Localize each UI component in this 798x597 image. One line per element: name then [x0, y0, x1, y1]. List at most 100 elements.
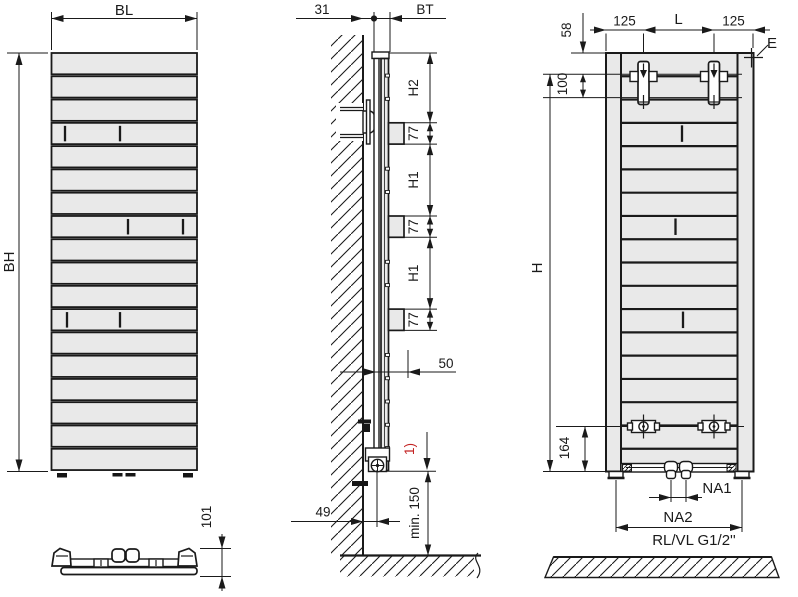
plan-valve-left [111, 548, 126, 563]
label-77-2: 77 [406, 219, 421, 234]
side-radiator-profile [364, 51, 405, 473]
label-164: 164 [557, 436, 572, 459]
rear-foot-right [734, 470, 750, 479]
dim-31-BT: 31 BT [296, 2, 446, 53]
label-NA2: NA2 [663, 509, 692, 526]
side-slat-notch [385, 190, 390, 194]
lower-bracket-right [697, 414, 731, 439]
front-slat [50, 145, 198, 169]
side-slat-notch [385, 283, 390, 288]
label-BL: BL [115, 2, 133, 19]
front-slat [50, 378, 198, 402]
label-NA1: NA1 [702, 480, 731, 497]
dim-NA1: NA1 [649, 480, 732, 502]
upper-bracket-left [629, 60, 658, 109]
label-BH: BH [1, 252, 18, 273]
front-slat [50, 121, 198, 146]
label-BT: BT [416, 2, 433, 17]
front-connection-left [112, 473, 123, 477]
label-H1-1: H1 [406, 171, 421, 188]
plan-end-cap-left [51, 547, 72, 567]
side-view: 31 BT [291, 2, 481, 579]
dim-50: 50 [340, 350, 456, 378]
side-slat-notch [385, 259, 390, 264]
side-towel-gap-3 [387, 308, 405, 332]
label-31: 31 [314, 2, 329, 17]
front-slat [50, 75, 198, 99]
front-slat [50, 215, 198, 239]
dim-NA2: NA2 [615, 480, 743, 532]
label-50: 50 [438, 356, 453, 371]
label-H2: H2 [406, 79, 421, 96]
label-125-right: 125 [722, 14, 745, 29]
front-panel-slats [50, 52, 198, 471]
dim-E: E [744, 35, 777, 68]
dim-164: 164 [557, 426, 589, 472]
label-L: L [674, 11, 682, 28]
front-slat [50, 168, 198, 192]
side-towel-gap-2 [387, 215, 405, 239]
label-101: 101 [199, 506, 214, 529]
rear-bottom-collector [607, 460, 751, 480]
plan-front-panel [60, 566, 198, 576]
side-slat-notch [385, 352, 390, 357]
rear-view: 125 L 125 58 100 [529, 11, 781, 579]
side-wall-plug [352, 481, 368, 486]
side-lower-anchor-knob [362, 424, 370, 432]
rear-foot-left [608, 470, 624, 479]
side-slat-notch [385, 399, 390, 404]
front-slat [50, 98, 198, 122]
side-top-cap [371, 51, 390, 60]
lower-bracket-left [626, 414, 661, 439]
front-slat [50, 238, 198, 262]
plan-end-cap-right [177, 547, 198, 567]
label-77-3: 77 [406, 312, 421, 327]
dim-chain-H2-77-H1: H2 77 H1 77 H1 77 [389, 52, 437, 331]
dim-footnote-1: 1) [402, 432, 431, 470]
label-125-left: 125 [613, 14, 636, 29]
front-slat [50, 424, 198, 448]
plan-valve-right [125, 548, 140, 563]
front-slat [50, 308, 198, 332]
front-slat [50, 284, 198, 308]
side-towel-gap-1 [387, 121, 405, 145]
dim-BL: BL [51, 2, 198, 50]
side-floor [340, 552, 481, 579]
label-connection-thread: RL/VL G1/2'' [652, 532, 736, 549]
dim-BH: BH [1, 52, 48, 472]
front-slat [50, 331, 198, 355]
side-slat-notch [385, 73, 390, 78]
side-slat-notch [385, 96, 390, 101]
side-collector-tube [373, 57, 380, 472]
side-slat-notch [385, 166, 390, 171]
plan-profile [51, 547, 198, 576]
label-49: 49 [315, 505, 330, 520]
label-min150: min. 150 [407, 487, 422, 539]
dim-100: 100 [555, 73, 586, 98]
label-footnote-1: 1) [402, 443, 417, 455]
label-100: 100 [555, 73, 570, 96]
front-slat [50, 354, 198, 378]
side-upper-bracket [336, 99, 376, 145]
top-view: 101 [51, 506, 231, 591]
label-H: H [529, 263, 546, 274]
front-connection-right [125, 473, 136, 477]
dim-101: 101 [199, 506, 231, 591]
rear-rail-left [605, 52, 622, 473]
label-H1-2: H1 [406, 265, 421, 282]
dim-58: 58 [559, 13, 605, 54]
label-E: E [767, 35, 777, 52]
rear-rail-right [736, 52, 755, 473]
side-slat-notch [385, 422, 390, 427]
front-slat [50, 401, 198, 425]
front-slat [50, 261, 198, 285]
label-58: 58 [559, 22, 574, 37]
dim-125-L-125: 125 L 125 [590, 11, 770, 61]
front-slat [50, 191, 198, 215]
rear-radiator-body [605, 52, 755, 473]
dim-min150: min. 150 [385, 470, 436, 556]
front-foot-right [183, 473, 193, 478]
side-slat-notch [385, 376, 390, 381]
